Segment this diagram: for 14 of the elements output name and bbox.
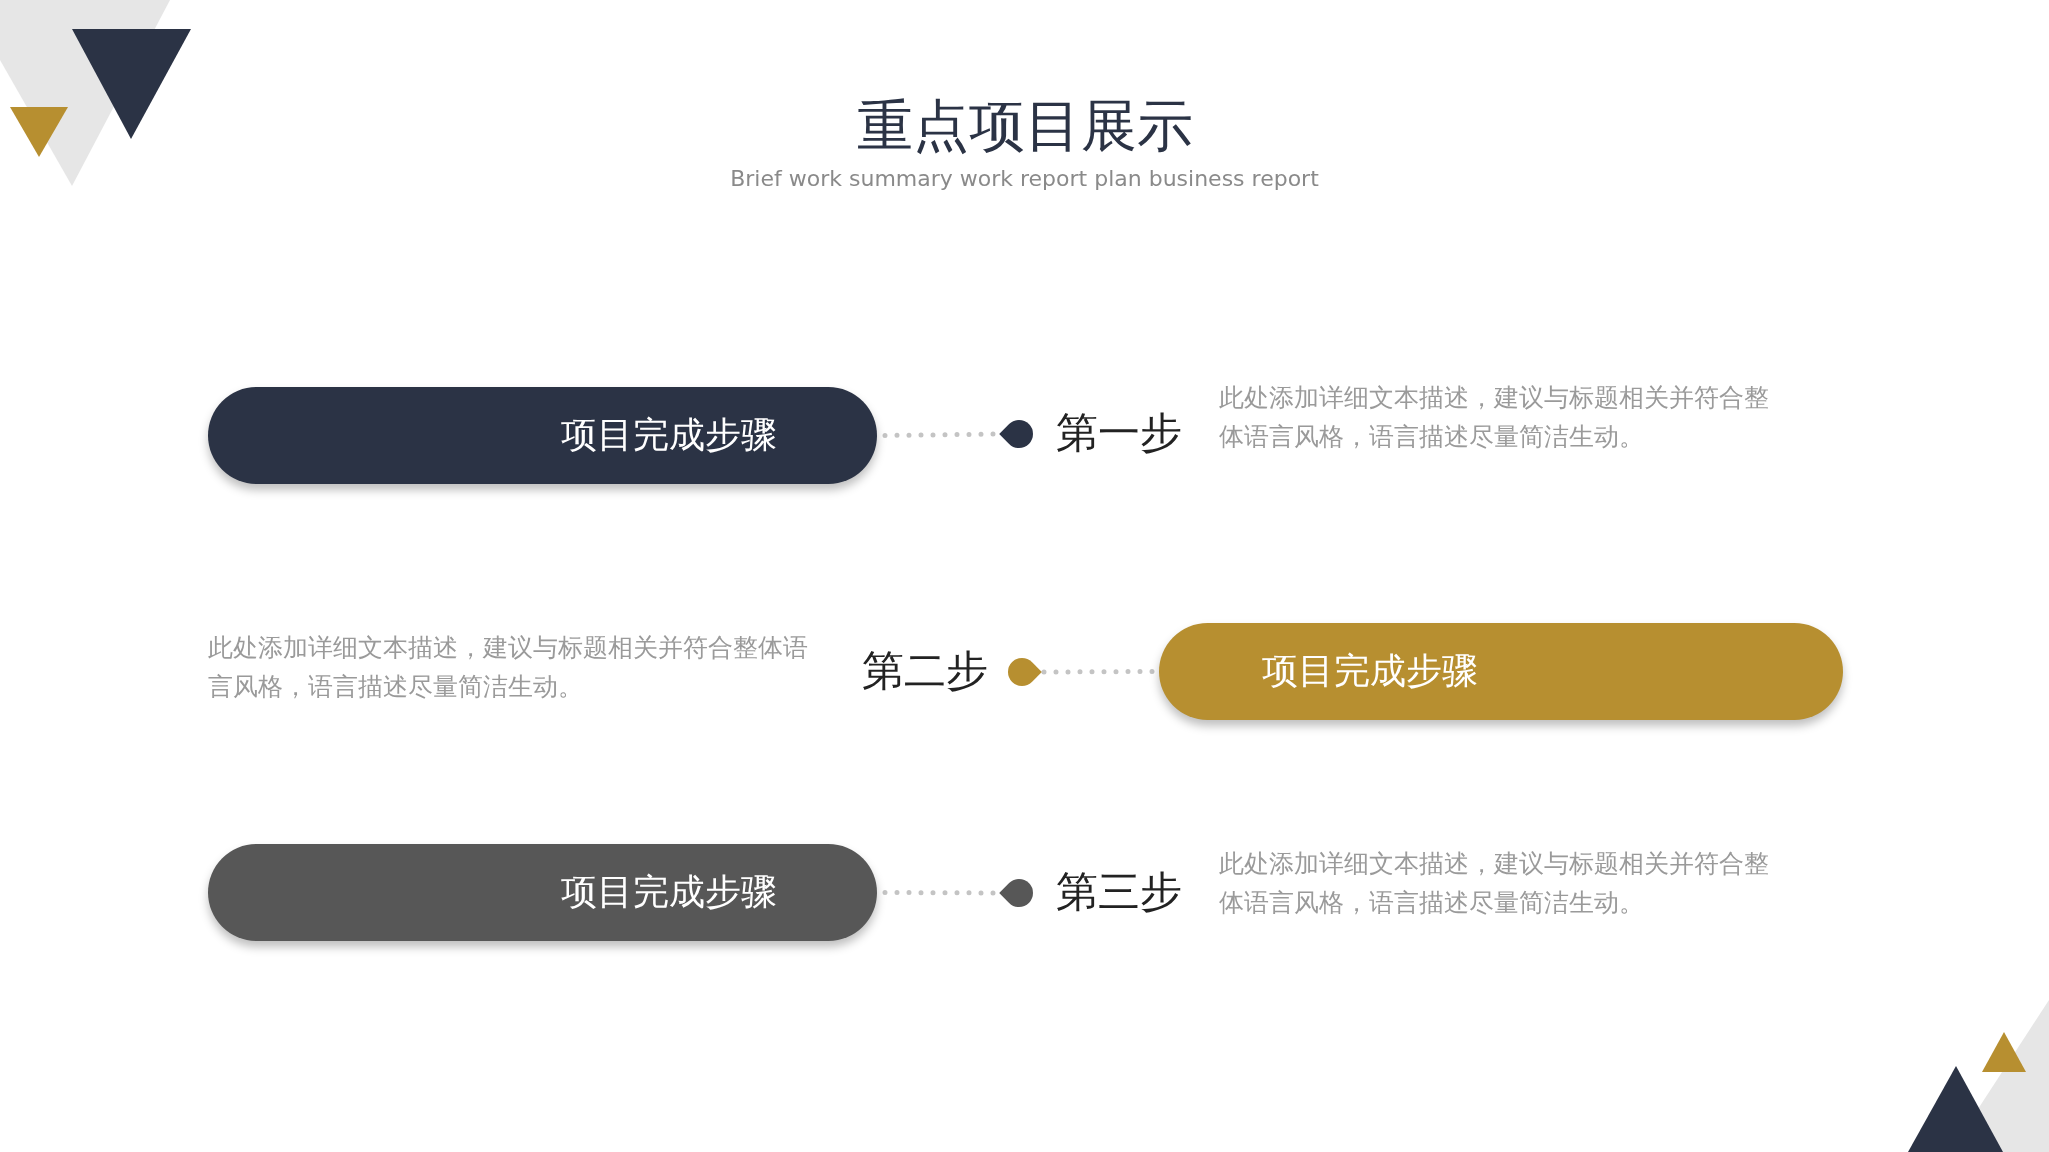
subtitle: Brief work summary work report plan business report bbox=[729, 166, 1320, 191]
title: 重点项目展示 bbox=[855, 92, 1194, 160]
step-label: 第二步 bbox=[862, 646, 988, 697]
description-text: 此处添加详细文本描述，建议与标题相关并符合整体语言风格，语言描述尽量简洁生动。 bbox=[1219, 382, 1770, 453]
step-pill bbox=[208, 387, 877, 484]
step-pill bbox=[208, 844, 877, 941]
description-text: 此处添加详细文本描述，建议与标题相关并符合整体语言风格，语言描述尽量简洁生动。 bbox=[208, 632, 809, 703]
description-text: 此处添加详细文本描述，建议与标题相关并符合整体语言风格，语言描述尽量简洁生动。 bbox=[1219, 848, 1770, 919]
step-label: 第一步 bbox=[1056, 408, 1182, 459]
step-title: 项目完成步骤 bbox=[1262, 649, 1478, 693]
step-title: 项目完成步骤 bbox=[561, 413, 777, 457]
step-title: 项目完成步骤 bbox=[561, 870, 777, 914]
step-label: 第三步 bbox=[1056, 867, 1182, 918]
step-pill bbox=[1159, 623, 1843, 720]
